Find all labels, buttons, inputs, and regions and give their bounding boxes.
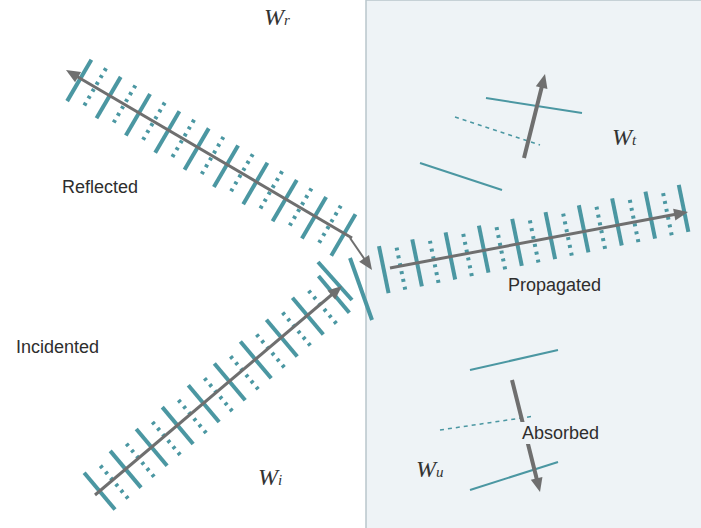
ray-arrow — [390, 214, 677, 268]
arrow-head — [536, 74, 548, 89]
wavefront — [82, 68, 106, 109]
ray-label: Incidented — [14, 336, 101, 358]
wavefront — [317, 206, 341, 247]
wavefront — [645, 192, 655, 239]
wave-symbol: Wi — [256, 466, 284, 491]
wavefront — [229, 154, 253, 195]
wavefront — [302, 197, 326, 238]
wave-symbol: Wu — [414, 458, 446, 483]
arrow-head — [327, 286, 342, 300]
wavefront — [155, 111, 179, 152]
wavefront — [331, 214, 355, 255]
wavefront — [67, 60, 91, 101]
wavefront — [662, 188, 672, 235]
ray-arrow — [95, 293, 333, 495]
medium-panel — [366, 0, 701, 528]
wavefront — [243, 163, 267, 204]
wavefront — [595, 202, 605, 249]
arrow-head — [359, 255, 372, 270]
wavefront — [96, 77, 120, 118]
arrow-head — [673, 209, 688, 221]
ray-label: Propagated — [506, 274, 603, 296]
wavefront — [126, 94, 150, 135]
ray-arrow — [350, 238, 366, 261]
wavefront — [273, 180, 297, 221]
wavefront — [470, 462, 558, 490]
wavefront — [420, 163, 502, 190]
ray-arrow — [524, 85, 542, 158]
wavefront — [287, 188, 311, 229]
wavefront — [612, 198, 622, 245]
arrow-head — [531, 477, 543, 492]
wavefront — [318, 262, 352, 300]
wavefront — [679, 185, 689, 232]
wavefront — [258, 171, 282, 212]
wave-symbol: Wr — [262, 6, 292, 31]
wavefront — [562, 209, 572, 256]
wavefront — [579, 205, 589, 252]
wavefront — [379, 246, 389, 293]
wavefront — [199, 137, 223, 178]
wavefront — [629, 195, 639, 242]
wave-symbol: Wt — [610, 126, 638, 151]
wavefront — [111, 85, 135, 126]
wavefronts — [66, 60, 688, 510]
wavefront — [141, 103, 165, 144]
wavefront — [470, 350, 558, 370]
arrow-head — [66, 70, 81, 82]
wavefront — [170, 120, 194, 161]
wavefront — [546, 212, 556, 259]
ray-label: Absorbed — [520, 422, 601, 444]
wavefront — [214, 146, 238, 187]
ray-label: Reflected — [60, 176, 140, 198]
ray-arrow — [76, 76, 352, 238]
wavefront — [185, 128, 209, 169]
